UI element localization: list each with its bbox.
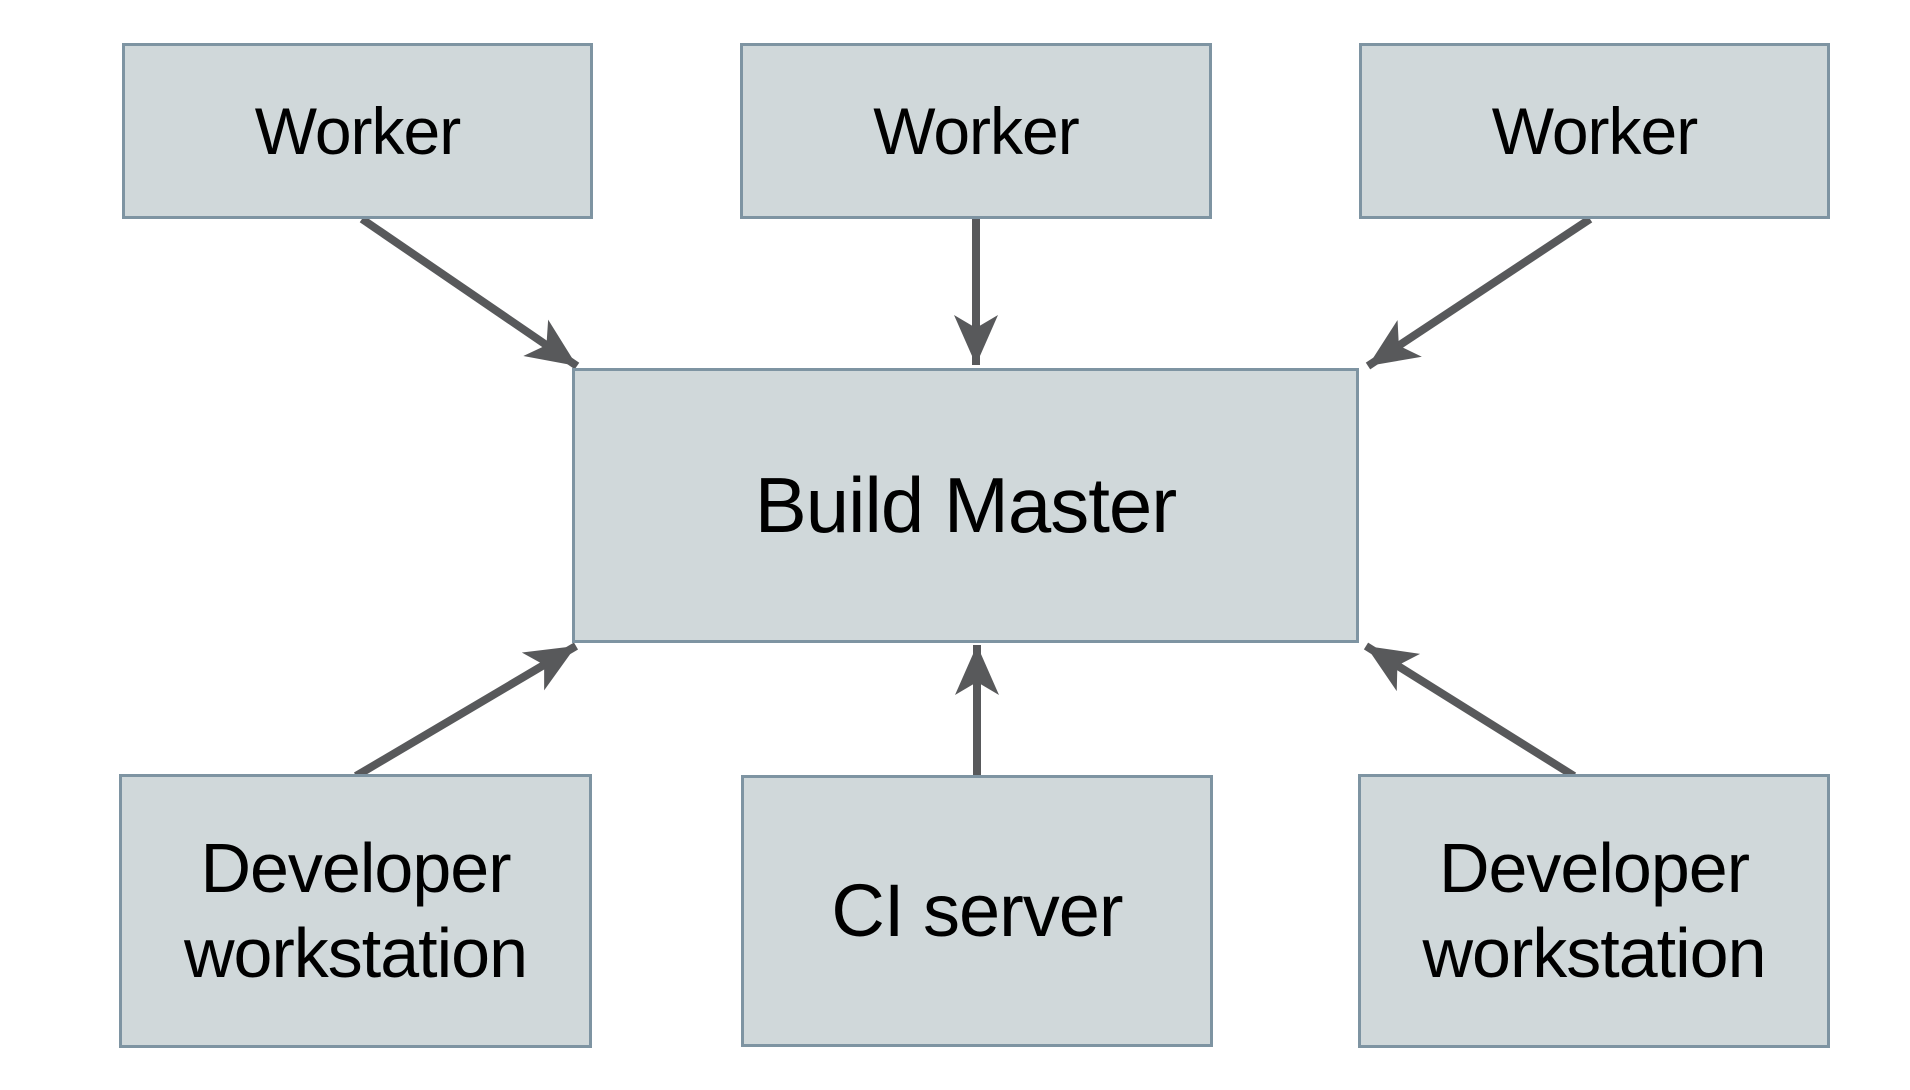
node-worker-3-label: Worker: [1491, 93, 1698, 168]
node-developer-workstation-right-label: Developer workstation: [1422, 828, 1766, 992]
arrow-worker-3-to-build-master: [1365, 215, 1593, 370]
arrow-worker-1-to-build-master: [359, 215, 580, 370]
node-worker-1: Worker: [122, 43, 593, 219]
node-worker-1-label: Worker: [254, 93, 461, 168]
node-ci-server-label: CI server: [831, 868, 1123, 952]
node-build-master: Build Master: [572, 368, 1359, 643]
node-worker-3: Worker: [1359, 43, 1830, 219]
node-build-master-label: Build Master: [754, 460, 1177, 549]
node-developer-workstation-left: Developer workstation: [119, 774, 592, 1048]
node-developer-workstation-left-label: Developer workstation: [183, 828, 528, 992]
arrow-developer-workstation-left-to-build-master: [353, 642, 579, 780]
node-worker-2: Worker: [740, 43, 1212, 219]
node-developer-workstation-right: Developer workstation: [1358, 774, 1830, 1048]
arrow-developer-workstation-right-to-build-master: [1363, 642, 1577, 780]
node-ci-server: CI server: [741, 775, 1213, 1047]
node-worker-2-label: Worker: [873, 93, 1079, 168]
